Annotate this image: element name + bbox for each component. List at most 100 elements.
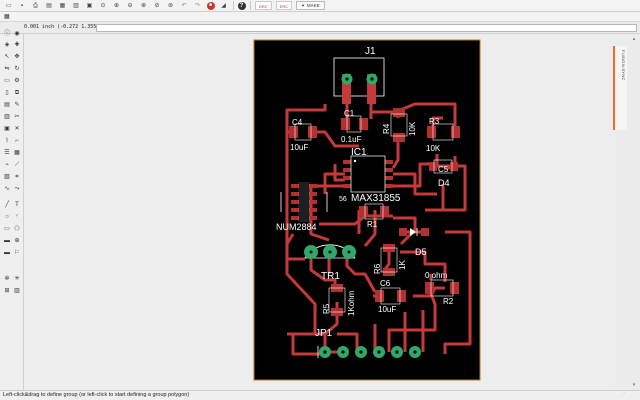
mirror-icon[interactable]: ⇋ xyxy=(4,66,10,72)
zoom-select-icon[interactable]: ⊗ xyxy=(140,2,147,9)
route-icon[interactable]: ⌁ xyxy=(5,162,9,168)
display-icon[interactable]: ◈ xyxy=(4,42,10,48)
wrench-icon[interactable]: ✎ xyxy=(14,102,20,108)
fusion-sync-tab[interactable] xyxy=(613,46,627,130)
r5-label: R5 xyxy=(322,303,331,314)
ic1-label: IC1 xyxy=(351,147,367,158)
redo-icon[interactable]: ↷ xyxy=(194,2,201,9)
miter-icon[interactable]: ⌐ xyxy=(15,138,19,144)
split-icon[interactable]: ⌇ xyxy=(5,138,9,144)
copy-icon[interactable]: ⧉ xyxy=(14,90,20,96)
script-icon[interactable]: ▥ xyxy=(73,2,79,9)
pcb-layout: J1 C4 10uF C1 0.1uF R4 10K R3 10K IC1 MA… xyxy=(253,39,481,381)
scroll-up-icon[interactable]: ▴ xyxy=(632,36,636,42)
attribute-icon[interactable]: ⚐ xyxy=(14,250,20,256)
go-icon[interactable]: ◢ xyxy=(221,2,226,9)
select-arrow-icon[interactable]: ↖ xyxy=(4,54,10,60)
hole-icon[interactable]: ⊕ xyxy=(14,238,20,244)
zoom-fit-icon[interactable]: ⊙ xyxy=(100,2,106,9)
make-label: MAKE xyxy=(306,2,320,8)
resize-grip-icon[interactable]: ⋰ xyxy=(620,392,625,398)
status-bar: Left-click&drag to define group (or left… xyxy=(0,390,640,400)
autorouter-icon[interactable]: ▧ xyxy=(4,174,10,180)
rect-icon[interactable]: ▭ xyxy=(4,226,10,232)
r6-label: R6 xyxy=(373,263,382,274)
arc-icon[interactable]: ◜ xyxy=(15,214,19,220)
num2884-label: NUM2884 xyxy=(276,222,317,232)
c5-label: C5 xyxy=(438,165,449,174)
silkscreen-labels: J1 C4 10uF C1 0.1uF R4 10K R3 10K IC1 MA… xyxy=(276,46,454,339)
command-input[interactable] xyxy=(96,24,637,32)
status-message: Left-click&drag to define group (or left… xyxy=(3,392,190,398)
delete-icon[interactable]: ▤ xyxy=(4,102,10,108)
add-icon[interactable]: ▥ xyxy=(4,114,10,120)
drc-tool-icon[interactable]: ✲ xyxy=(4,276,10,282)
jp1-label: JP1 xyxy=(315,328,333,339)
paste-icon[interactable]: ▯ xyxy=(5,90,9,96)
stop-icon[interactable]: ■ xyxy=(206,1,215,10)
toolbar-separator xyxy=(232,1,234,10)
move-icon[interactable]: ✥ xyxy=(14,54,20,60)
ulp-icon[interactable]: ⊞ xyxy=(4,288,10,294)
circle-icon[interactable]: ○ xyxy=(5,214,9,220)
show-icon[interactable]: ◉ xyxy=(14,31,20,37)
text-icon[interactable]: T xyxy=(15,202,19,208)
errors-icon[interactable]: ✳ xyxy=(14,276,20,282)
ratsnest-icon[interactable]: ⌗ xyxy=(15,174,19,180)
save-icon[interactable]: ▪ xyxy=(20,2,24,9)
polygon-icon[interactable]: ⬠ xyxy=(14,226,20,232)
undo-icon[interactable]: ↶ xyxy=(181,2,187,9)
scroll-down-icon[interactable]: ▾ xyxy=(632,382,636,388)
zoom-in-icon[interactable]: ⊕ xyxy=(113,2,120,9)
dimension-icon[interactable]: ▬ xyxy=(4,250,10,256)
toolbar-separator xyxy=(250,1,251,10)
grid-icon[interactable]: ▦ xyxy=(4,14,10,20)
value-icon[interactable]: ▣ xyxy=(4,126,10,132)
name-icon[interactable]: ✂ xyxy=(14,114,20,120)
via-icon[interactable]: ▬ xyxy=(4,238,10,244)
cam-icon[interactable]: ▤ xyxy=(46,2,52,9)
zoom-last-icon[interactable]: ⊚ xyxy=(167,2,174,9)
jp1-header xyxy=(317,346,421,358)
layers-icon[interactable]: ▣ xyxy=(86,2,93,9)
smash-icon[interactable]: ✕ xyxy=(14,126,20,132)
command-row: 0.001 inch (-0.272 1.355) xyxy=(0,22,640,34)
c4-value: 10uF xyxy=(290,143,308,152)
r2-label: R2 xyxy=(443,297,454,306)
optimize-icon[interactable]: ☰ xyxy=(4,150,10,156)
meander-icon[interactable]: ∿ xyxy=(4,186,10,192)
tr1-transistor xyxy=(304,244,356,259)
signal-icon[interactable]: ⤳ xyxy=(14,186,20,192)
drc-button[interactable]: DRC xyxy=(255,1,272,10)
r6-value: 1K xyxy=(398,260,407,270)
ic1-part: MAX31855 xyxy=(351,193,401,204)
zoom-out-icon[interactable]: ⊖ xyxy=(127,2,133,9)
print-icon[interactable]: ⎙ xyxy=(33,2,38,9)
change-icon[interactable]: ⚙ xyxy=(14,78,20,84)
smd-pads xyxy=(280,108,460,316)
c6-value: 10uF xyxy=(378,305,396,314)
r2-value: 0 ohm xyxy=(425,271,448,280)
c4-label: C4 xyxy=(292,118,303,127)
open-file-icon[interactable]: ▭ xyxy=(5,2,12,9)
grid-toolbar: ▦ xyxy=(0,12,640,22)
board-icon[interactable]: ▦ xyxy=(59,2,66,9)
run-icon[interactable]: ▥ xyxy=(14,288,20,294)
r5-value: 1Kohm xyxy=(347,290,356,316)
rotate-icon[interactable]: ↻ xyxy=(14,66,20,72)
redraw-icon[interactable]: ⊘ xyxy=(154,2,160,9)
erc-button[interactable]: ERC xyxy=(275,1,293,10)
r1-label: R1 xyxy=(367,220,378,229)
ic1-pin: 56 xyxy=(339,196,347,203)
group-icon[interactable]: ▭ xyxy=(4,78,10,84)
board-canvas[interactable]: J1 C4 10uF C1 0.1uF R4 10K R3 10K IC1 MA… xyxy=(25,34,612,390)
tr1-label: TR1 xyxy=(321,271,340,282)
wire-icon[interactable]: ╱ xyxy=(5,202,9,208)
info-icon[interactable]: ⓘ xyxy=(3,31,10,37)
lock-icon[interactable]: ▦ xyxy=(14,150,20,156)
mark-icon[interactable]: ✚ xyxy=(14,42,20,48)
d4-label: D4 xyxy=(438,178,450,188)
make-button[interactable]: ✦ MAKE xyxy=(296,1,325,10)
help-icon[interactable]: ? xyxy=(237,1,246,10)
ripup-icon[interactable]: ⟋ xyxy=(14,162,20,168)
